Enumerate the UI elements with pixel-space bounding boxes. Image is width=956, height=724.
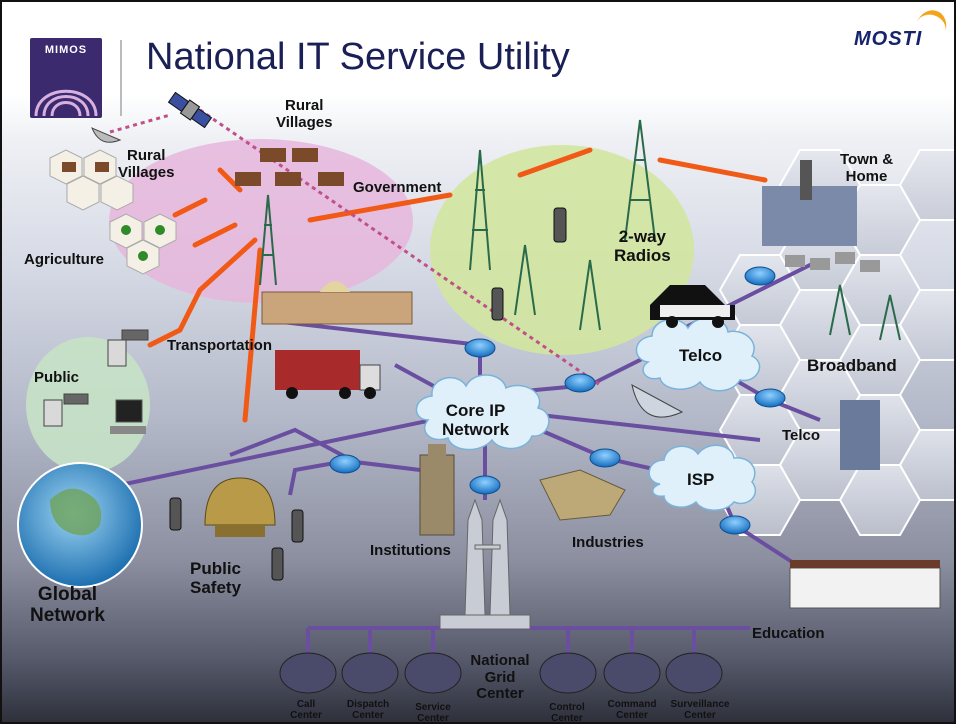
cloud-isp: [648, 444, 757, 511]
label-public-safety: Public Safety: [190, 559, 242, 597]
label-rural-villages-top: Rural Villages: [276, 97, 333, 131]
village-cluster: [49, 149, 177, 275]
mosti-logo: MOSTI: [854, 28, 923, 50]
twin-towers-icon: [439, 498, 531, 630]
router-icon: [329, 266, 786, 535]
label-dispatch-center: Dispatch Center: [346, 699, 390, 721]
label-surveillance-center: Surveillance Center: [670, 699, 730, 721]
government-building-icon: [261, 281, 413, 325]
label-telco-top: Telco: [679, 346, 723, 365]
label-education: Education: [752, 625, 825, 642]
label-industries: Industries: [572, 534, 644, 551]
label-core-ip-network: Core IP Network: [442, 401, 510, 439]
school-building-icon: [789, 560, 941, 609]
satellite-icon: [167, 91, 213, 129]
truck-icon: [275, 350, 381, 399]
public-safety-dome-icon: [204, 477, 276, 537]
industries-building-icon: [539, 469, 626, 521]
label-global-network: Global Network: [30, 584, 105, 626]
palm-trees: [121, 225, 165, 261]
label-service-center: Service Center: [415, 702, 451, 724]
label-town-home: Town & Home: [840, 151, 894, 185]
mimos-logo-arc-icon: [34, 89, 98, 117]
houses-cluster-icon: [785, 252, 880, 272]
label-public: Public: [34, 369, 80, 386]
institution-tower-icon: [419, 444, 455, 536]
label-command-center: Command Center: [607, 699, 657, 721]
label-call-center: Call Center: [290, 699, 322, 721]
satellite-dish-icon: [91, 127, 684, 418]
globe-icon: [17, 462, 143, 588]
label-two-way-radios: 2-way Radios: [614, 227, 671, 265]
label-telco-right: Telco: [782, 427, 821, 444]
village-houses: [62, 148, 344, 186]
label-agriculture: Agriculture: [24, 251, 105, 268]
label-government: Government: [353, 179, 442, 196]
cloud-telco: [635, 317, 761, 392]
cell-tower-icon: [259, 119, 901, 341]
label-control-center: Control Center: [549, 702, 585, 724]
label-national-grid-center: National Grid Center: [470, 652, 530, 702]
office-tower-icon: [840, 400, 880, 470]
cctv-camera-icon: [43, 329, 149, 427]
label-transportation: Transportation: [167, 337, 273, 354]
cloud-core-ip: [415, 374, 550, 451]
radio-links: [147, 147, 768, 423]
label-institutions: Institutions: [370, 542, 451, 559]
title-divider: [120, 40, 122, 116]
page-title: National IT Service Utility: [146, 36, 570, 78]
mimos-logo: MIMOS: [30, 38, 102, 118]
operator-console-icon: [279, 652, 723, 694]
skyline-icon: [762, 160, 857, 246]
label-broadband: Broadband: [807, 356, 897, 375]
mimos-logo-text: MIMOS: [44, 44, 88, 56]
police-car-icon: [650, 285, 735, 328]
computer-icon: [110, 399, 146, 434]
public-zone: [26, 337, 150, 473]
label-isp: ISP: [687, 470, 715, 489]
mobile-phone-icon: [169, 207, 567, 581]
label-rural-villages-left: Rural Villages: [118, 147, 175, 181]
